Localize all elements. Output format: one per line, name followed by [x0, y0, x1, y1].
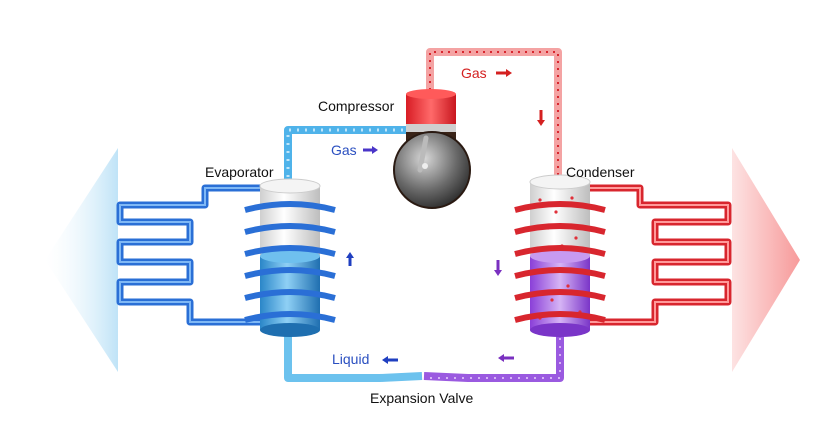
evaporator-spiral [244, 201, 336, 323]
cold-air-arrow [45, 148, 118, 372]
compressor-label: Compressor [318, 98, 395, 114]
suction-gas-pipe [284, 126, 408, 185]
expansion-valve-label: Expansion Valve [370, 390, 474, 406]
flow-arrow-gas-red-right [496, 69, 512, 77]
warm-air-arrow [732, 148, 800, 372]
liquid-label: Liquid [332, 351, 370, 367]
flow-arrow-up-blue [346, 252, 354, 266]
flow-arrow-left-blue [382, 356, 398, 364]
flow-arrow-down-purple [494, 260, 502, 276]
gas-label-blue: Gas [331, 142, 357, 158]
expansion-valve-mixed-pipe [423, 330, 564, 382]
flow-arrow-left-purple [498, 354, 514, 362]
liquid-pipe [284, 330, 423, 382]
compressor-graphic [393, 89, 471, 209]
flow-arrow-gas-right [363, 146, 378, 154]
gas-label-red: Gas [461, 65, 487, 81]
flow-arrow-down-red [537, 110, 545, 126]
evaporator-label: Evaporator [205, 164, 274, 180]
condenser-label: Condenser [566, 164, 635, 180]
condenser-spiral [514, 201, 606, 323]
